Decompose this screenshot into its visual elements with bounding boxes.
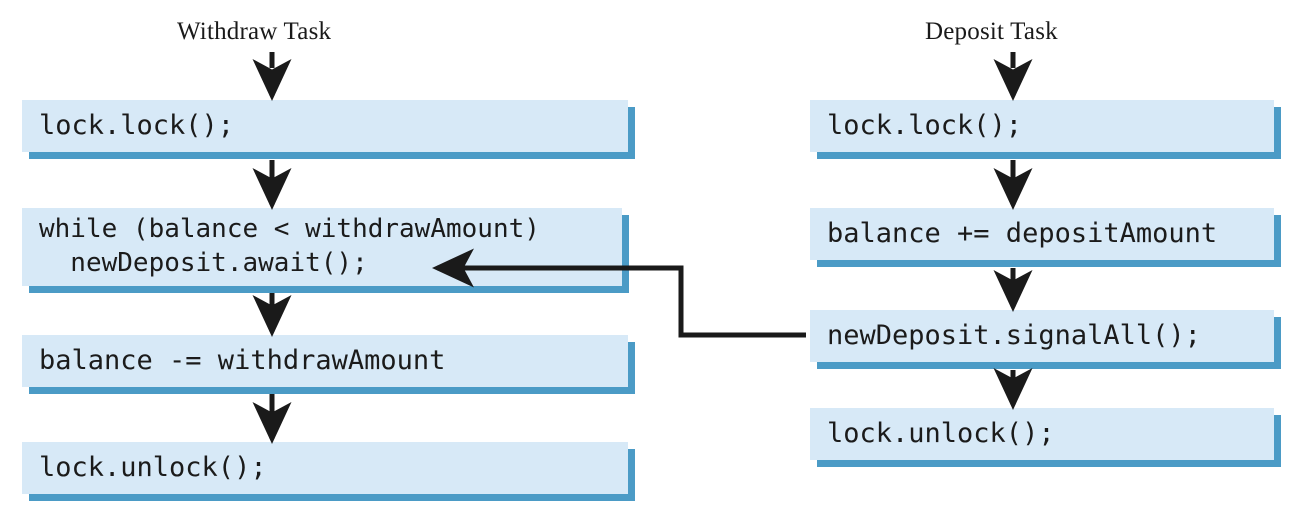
deposit-step-add-line1: balance += depositAmount [827, 218, 1218, 250]
deposit-step-add[interactable]: balance += depositAmount [810, 208, 1274, 260]
withdraw-step-while-await[interactable]: while (balance < withdrawAmount) newDepo… [22, 208, 622, 286]
withdraw-step-subtract[interactable]: balance -= withdrawAmount [22, 335, 628, 387]
withdraw-step-lock[interactable]: lock.lock(); [22, 100, 628, 152]
deposit-step-unlock[interactable]: lock.unlock(); [810, 408, 1274, 460]
deposit-step-lock-line1: lock.lock(); [827, 110, 1023, 142]
withdraw-step-unlock-line1: lock.unlock(); [39, 452, 267, 484]
withdraw-task-title: Withdraw Task [177, 18, 332, 45]
withdraw-step-subtract-line1: balance -= withdrawAmount [39, 345, 446, 377]
withdraw-step-unlock[interactable]: lock.unlock(); [22, 442, 628, 494]
deposit-step-unlock-line1: lock.unlock(); [827, 418, 1055, 450]
withdraw-step-while-line2: newDeposit.await(); [39, 248, 368, 278]
deposit-step-signal-all-line1: newDeposit.signalAll(); [827, 320, 1201, 352]
deposit-step-lock[interactable]: lock.lock(); [810, 100, 1274, 152]
deposit-step-signal-all[interactable]: newDeposit.signalAll(); [810, 310, 1274, 362]
deposit-task-title: Deposit Task [925, 18, 1058, 45]
withdraw-step-lock-line1: lock.lock(); [39, 110, 235, 142]
withdraw-step-while-line1: while (balance < withdrawAmount) [39, 214, 540, 245]
